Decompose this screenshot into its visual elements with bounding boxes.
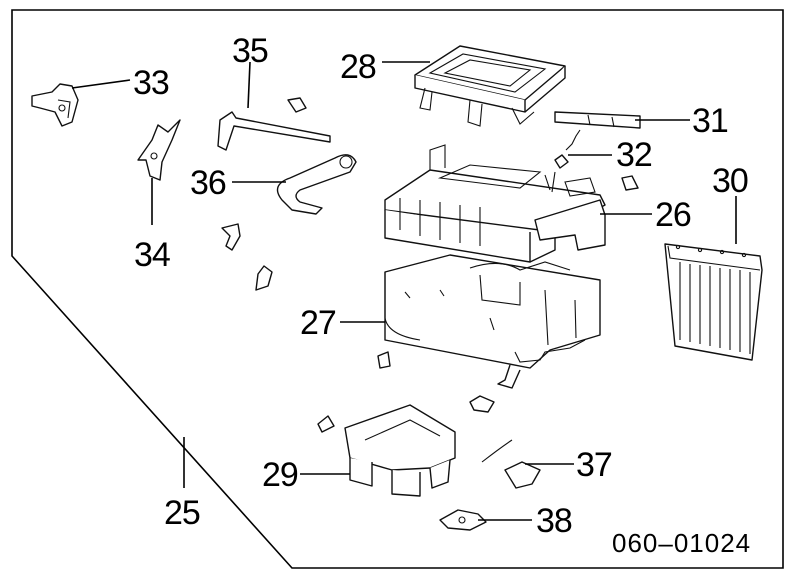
callout-30: 30 [712, 162, 748, 200]
part-29-duct [344, 404, 456, 497]
drawing-code: 060–01024 [612, 528, 751, 558]
callout-25: 25 [164, 494, 200, 532]
callout-32: 32 [616, 136, 652, 174]
callout-29: 29 [262, 456, 298, 494]
part-35-lever [217, 97, 331, 151]
leader-lines [71, 61, 737, 521]
part-26-27-heater-case [384, 144, 606, 389]
callout-37: 37 [576, 446, 612, 484]
part-31-rod [554, 111, 641, 129]
callout-31: 31 [692, 102, 728, 140]
part-37-clip [481, 439, 541, 489]
part-34-bracket [137, 119, 181, 181]
part-36-hose [276, 154, 357, 215]
loose-clips [221, 223, 495, 433]
callout-36: 36 [190, 164, 226, 202]
callout-labels: 33 34 35 36 28 31 32 30 26 27 29 37 38 2… [133, 32, 749, 540]
part-32-link [554, 129, 639, 191]
callout-26: 26 [655, 196, 691, 234]
callout-27: 27 [300, 304, 336, 342]
callout-33: 33 [133, 64, 169, 102]
part-28-cover [414, 45, 566, 127]
part-30-heater-core [664, 243, 763, 361]
part-38-clip [439, 509, 487, 531]
callout-35: 35 [232, 32, 268, 70]
callout-34: 34 [134, 236, 170, 274]
callout-38: 38 [536, 502, 572, 540]
assembly-border [11, 9, 784, 569]
part-33-actuator [31, 83, 79, 127]
callout-28: 28 [340, 48, 376, 86]
